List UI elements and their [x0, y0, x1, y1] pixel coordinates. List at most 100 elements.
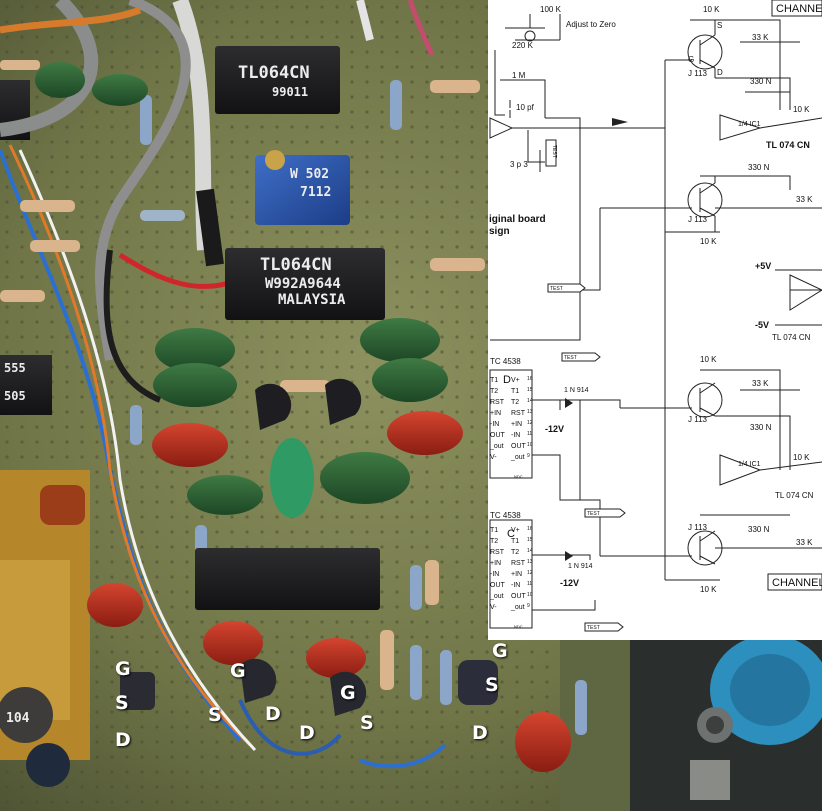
chip-bottom [195, 548, 380, 610]
ic-pin-right: T1 [511, 538, 519, 545]
ic-pin-right: _out [510, 454, 525, 461]
ic-pin-left: T2 [490, 538, 498, 545]
r-10k-top: 10 K [703, 5, 720, 14]
ic-pin-left: _out [489, 443, 504, 450]
ic-pin-number: 15 [527, 537, 533, 543]
ic-pin-number: 10 [527, 442, 533, 448]
chip-lower-country: MALAYSIA [278, 292, 346, 308]
trimmer-potentiometer: W 502 7112 [255, 150, 350, 225]
ic-pin-number: 9 [527, 453, 530, 459]
opamp-label-top: 1/4 IC1 [738, 121, 761, 128]
ndc-label-2: NDC [514, 624, 523, 629]
side-chip-b-label: 505 [4, 389, 26, 403]
ic-pin-right: V+ [511, 527, 520, 534]
ic-pin-right: -IN [511, 582, 520, 589]
pin-label-t3-s: S [360, 712, 374, 734]
c-330n-4: 330 N [748, 525, 770, 534]
ic-pin-left: T1 [490, 527, 498, 534]
test-tag-1: TEST [550, 286, 563, 292]
chip-tl064cn-upper: TL064CN 99011 [215, 46, 340, 114]
chip-upper-label: TL064CN [238, 63, 310, 83]
transistors [120, 378, 498, 716]
orange-wire [0, 6, 142, 34]
ic-pin-right: +IN [511, 421, 522, 428]
minus5v-label: -5V [755, 320, 769, 330]
note-original-line-2: sign [489, 226, 510, 237]
ic-pin-right: V+ [511, 377, 520, 384]
ic-pin-left: +IN [490, 410, 501, 417]
r-33k-3: 33 K [752, 379, 769, 388]
r-220k-label: 220 K [512, 41, 534, 50]
chip-lower-code: W992A9644 [265, 276, 341, 292]
chip-lower-label: TL064CN [260, 255, 332, 275]
pin-label-t2-g: G [230, 660, 246, 682]
small-electrolytic-capacitor [26, 743, 70, 787]
pin-label-t4-g: G [492, 640, 508, 662]
ic-pin-left: OUT [490, 432, 506, 439]
channel-label-top: CHANNEL [776, 3, 822, 15]
ic-pin-left: V- [490, 604, 497, 611]
left-chip [0, 355, 52, 415]
ic-pin-left: V- [490, 454, 497, 461]
ic-pin-number: 14 [527, 398, 533, 404]
c-10pf-label: 10 pf [516, 103, 535, 112]
pin-label-t3-d: D [299, 722, 315, 744]
ic-pin-right: OUT [511, 443, 527, 450]
r-10k-out-top: 10 K [793, 105, 810, 114]
ic-pin-left: T2 [490, 388, 498, 395]
signal-arrow [612, 118, 628, 126]
pin-label-t4-s: S [485, 674, 499, 696]
ic-pin-number: 11 [527, 431, 532, 437]
trimmer-code: 7112 [300, 185, 331, 200]
r-10k-4: 10 K [700, 585, 717, 594]
ic-pin-number: 14 [527, 548, 533, 554]
r-10k-out-bottom: 10 K [793, 453, 810, 462]
ic-pin-number: 12 [527, 570, 533, 576]
ic-pin-number: 16 [527, 526, 533, 532]
ic-pin-right: RST [511, 560, 526, 567]
fet-label-4: J 113 [688, 523, 708, 532]
test-tag-2: TEST [564, 355, 577, 361]
pin-label-t3-g: G [340, 682, 356, 704]
c-330n-top: 330 N [750, 77, 772, 86]
r-33k-2: 33 K [796, 195, 813, 204]
schematic-overlay: CHANNEL CHANNEL 100 K Adjust to Zero 220… [488, 0, 822, 640]
ic-d-pins: T1T2RST+IN-INOUT_outV-V+T1T2RST+IN-INOUT… [489, 376, 533, 461]
ic-pin-right: T2 [511, 549, 519, 556]
ic-pin-number: 10 [527, 592, 533, 598]
pin-label-t2-s: S [208, 704, 222, 726]
left-component [0, 687, 53, 743]
pin-label-t1-g: G [115, 658, 131, 680]
minus12v-label-1: -12V [545, 424, 564, 434]
test-tag-vertical: TEST [551, 145, 557, 158]
ic-pin-right: +IN [511, 571, 522, 578]
ic-pin-number: 16 [527, 376, 533, 382]
tl074-top: TL 074 CN [766, 140, 810, 150]
fet1-d: D [717, 68, 723, 77]
pin-label-t4-d: D [472, 722, 488, 744]
ic-pin-left: -IN [490, 571, 499, 578]
fet-label-1: J 113 [688, 69, 708, 78]
c-330n-3: 330 N [750, 423, 772, 432]
plus5v-label: +5V [755, 261, 771, 271]
ic-pin-right: T2 [511, 399, 519, 406]
red-capacitors [40, 411, 571, 772]
ic-pin-left: RST [490, 549, 505, 556]
ic-pin-number: 13 [527, 559, 533, 565]
fet1-g: G [688, 55, 694, 64]
side-cap-label: 104 [6, 711, 30, 726]
ndc-label-1: NDC [514, 474, 523, 479]
pin-label-t1-d: D [115, 729, 131, 751]
ic-c-label: TC 4538 [490, 511, 521, 520]
pin-label-t1-s: S [115, 692, 129, 714]
pot-value: 100 K [540, 5, 562, 14]
tl074-bottom: TL 074 CN [775, 491, 814, 500]
ic-pin-left: _out [489, 593, 504, 600]
ic-pin-left: -IN [490, 421, 499, 428]
diode-label-1: 1 N 914 [564, 387, 589, 394]
opamp-label-bottom: 1/4 IC1 [738, 461, 761, 468]
channel-label-bottom: CHANNEL [772, 577, 822, 589]
ic-pin-right: OUT [511, 593, 527, 600]
